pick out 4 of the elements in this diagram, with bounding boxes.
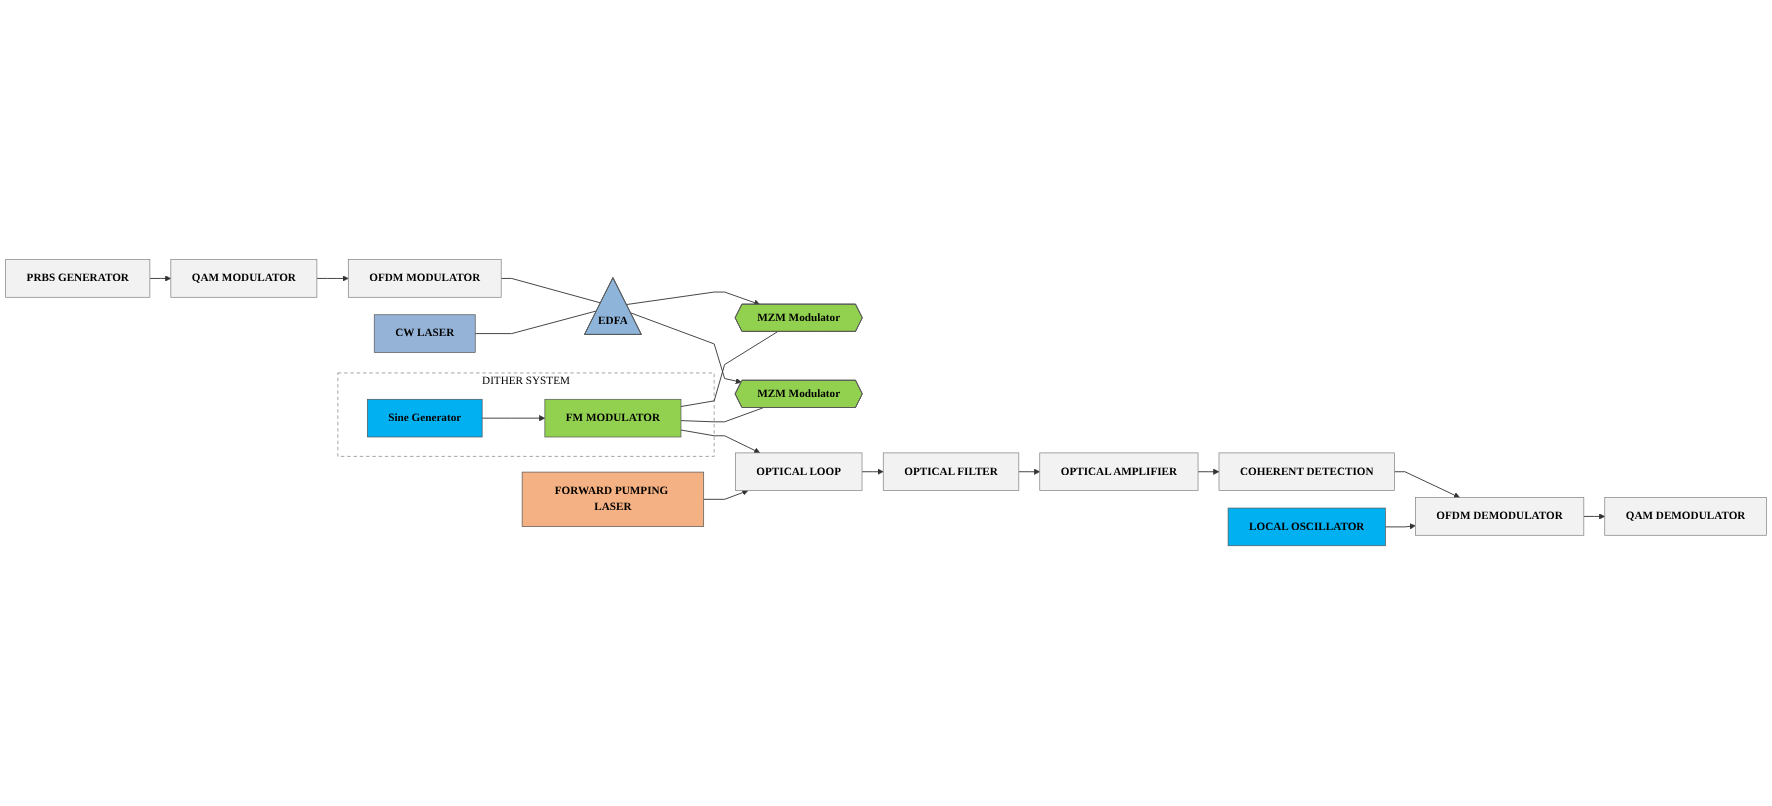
connector <box>680 407 764 423</box>
connector <box>474 310 598 335</box>
connector <box>680 331 778 408</box>
connector <box>500 278 602 304</box>
